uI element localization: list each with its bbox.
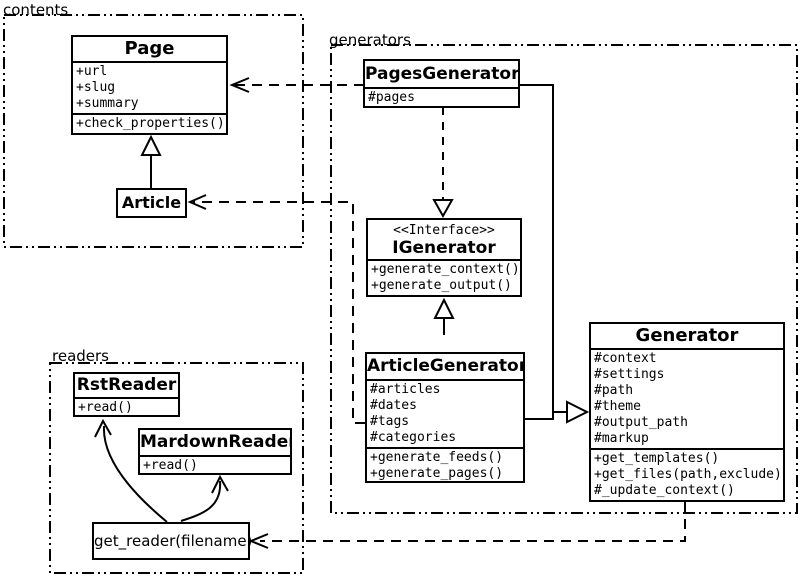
class-box-page: Page +url +slug +summary +check_properti…	[71, 35, 228, 135]
attribute: +slug	[76, 80, 116, 95]
attribute: #categories	[370, 430, 457, 445]
inheritance-generators-to-generator	[519, 84, 590, 424]
dependency-generator-to-getreader	[248, 502, 686, 549]
inheritance-article-to-page	[140, 134, 162, 188]
class-title-articlegenerator: ArticleGenerator	[367, 356, 525, 376]
class-title-rstreader: RstReader	[76, 375, 177, 395]
attribute: #theme	[594, 399, 641, 414]
class-attributes-page: +url +slug +summary	[73, 61, 226, 113]
class-box-igenerator: <<Interface>> IGenerator +generate_conte…	[366, 218, 522, 297]
package-label-generators: generators	[329, 31, 411, 49]
method: +generate_context()	[371, 262, 520, 277]
attribute: #tags	[370, 414, 410, 429]
attribute: +summary	[76, 96, 139, 111]
class-box-rstreader: RstReader +read()	[73, 372, 180, 417]
package-label-readers: readers	[52, 347, 109, 365]
method: +generate_output()	[371, 278, 512, 293]
class-attributes-pagesgenerator: #pages	[365, 87, 518, 106]
arrow-getreader-to-mardownreader	[180, 474, 229, 522]
arrow-getreader-to-rstreader	[94, 418, 168, 523]
method: +generate_feeds()	[370, 450, 504, 465]
dependency-articlegenerator-to-article	[187, 194, 365, 424]
class-methods-generator: +get_templates() +get_files(path,exclude…	[591, 448, 783, 500]
class-methods-igenerator: +generate_context() +generate_output()	[368, 259, 520, 295]
realization-pagesgenerator-to-igenerator	[432, 107, 454, 219]
class-stereotype-igenerator: <<Interface>>	[393, 223, 495, 238]
method: +get_templates()	[594, 451, 720, 466]
package-frame-contents	[3, 14, 304, 248]
attribute: #dates	[370, 398, 417, 413]
method: +read()	[143, 458, 198, 473]
method: +get_files(path,exclude)	[594, 467, 782, 482]
class-methods-articlegenerator: +generate_feeds() +generate_pages()	[367, 447, 523, 481]
class-methods-mardownreader: +read()	[140, 455, 290, 473]
method: +read()	[78, 400, 133, 415]
attribute: #articles	[370, 382, 441, 397]
class-attributes-articlegenerator: #articles #dates #tags #categories	[367, 379, 523, 447]
package-frame-readers	[49, 362, 304, 574]
class-header-igenerator: <<Interface>> IGenerator	[368, 220, 520, 259]
class-box-generator: Generator #context #settings #path #them…	[589, 322, 785, 502]
class-title-pagesgenerator: PagesGenerator	[365, 64, 520, 84]
attribute: #markup	[594, 431, 649, 446]
package-label-contents: contents	[3, 1, 69, 19]
method: #_update_context()	[594, 483, 735, 498]
class-attributes-generator: #context #settings #path #theme #output_…	[591, 348, 783, 448]
class-methods-page: +check_properties()	[73, 113, 226, 133]
class-title-mardownreader: MardownReader	[140, 432, 292, 452]
attribute: #output_path	[594, 415, 688, 430]
inheritance-articlegenerator-to-igenerator	[433, 297, 455, 335]
dependency-pagesgenerator-to-page	[229, 77, 363, 93]
class-title-igenerator: IGenerator	[392, 238, 496, 258]
function-node-get-reader: get_reader(filename)	[92, 522, 252, 560]
package-frame-generators	[330, 44, 798, 514]
class-title-article: Article	[121, 193, 182, 212]
class-methods-rstreader: +read()	[75, 397, 178, 415]
attribute: #settings	[594, 367, 665, 382]
attribute: #path	[594, 383, 634, 398]
class-title-generator: Generator	[635, 325, 739, 346]
method: +generate_pages()	[370, 466, 504, 481]
class-box-mardownreader: MardownReader +read()	[138, 428, 292, 475]
class-box-article: Article	[116, 188, 187, 218]
attribute: +url	[76, 64, 108, 79]
class-box-pagesgenerator: PagesGenerator #pages	[363, 59, 520, 108]
class-title-page: Page	[124, 38, 175, 59]
method: +check_properties()	[76, 116, 225, 131]
class-box-articlegenerator: ArticleGenerator #articles #dates #tags …	[365, 352, 525, 483]
attribute: #pages	[368, 90, 415, 105]
attribute: #context	[594, 351, 657, 366]
